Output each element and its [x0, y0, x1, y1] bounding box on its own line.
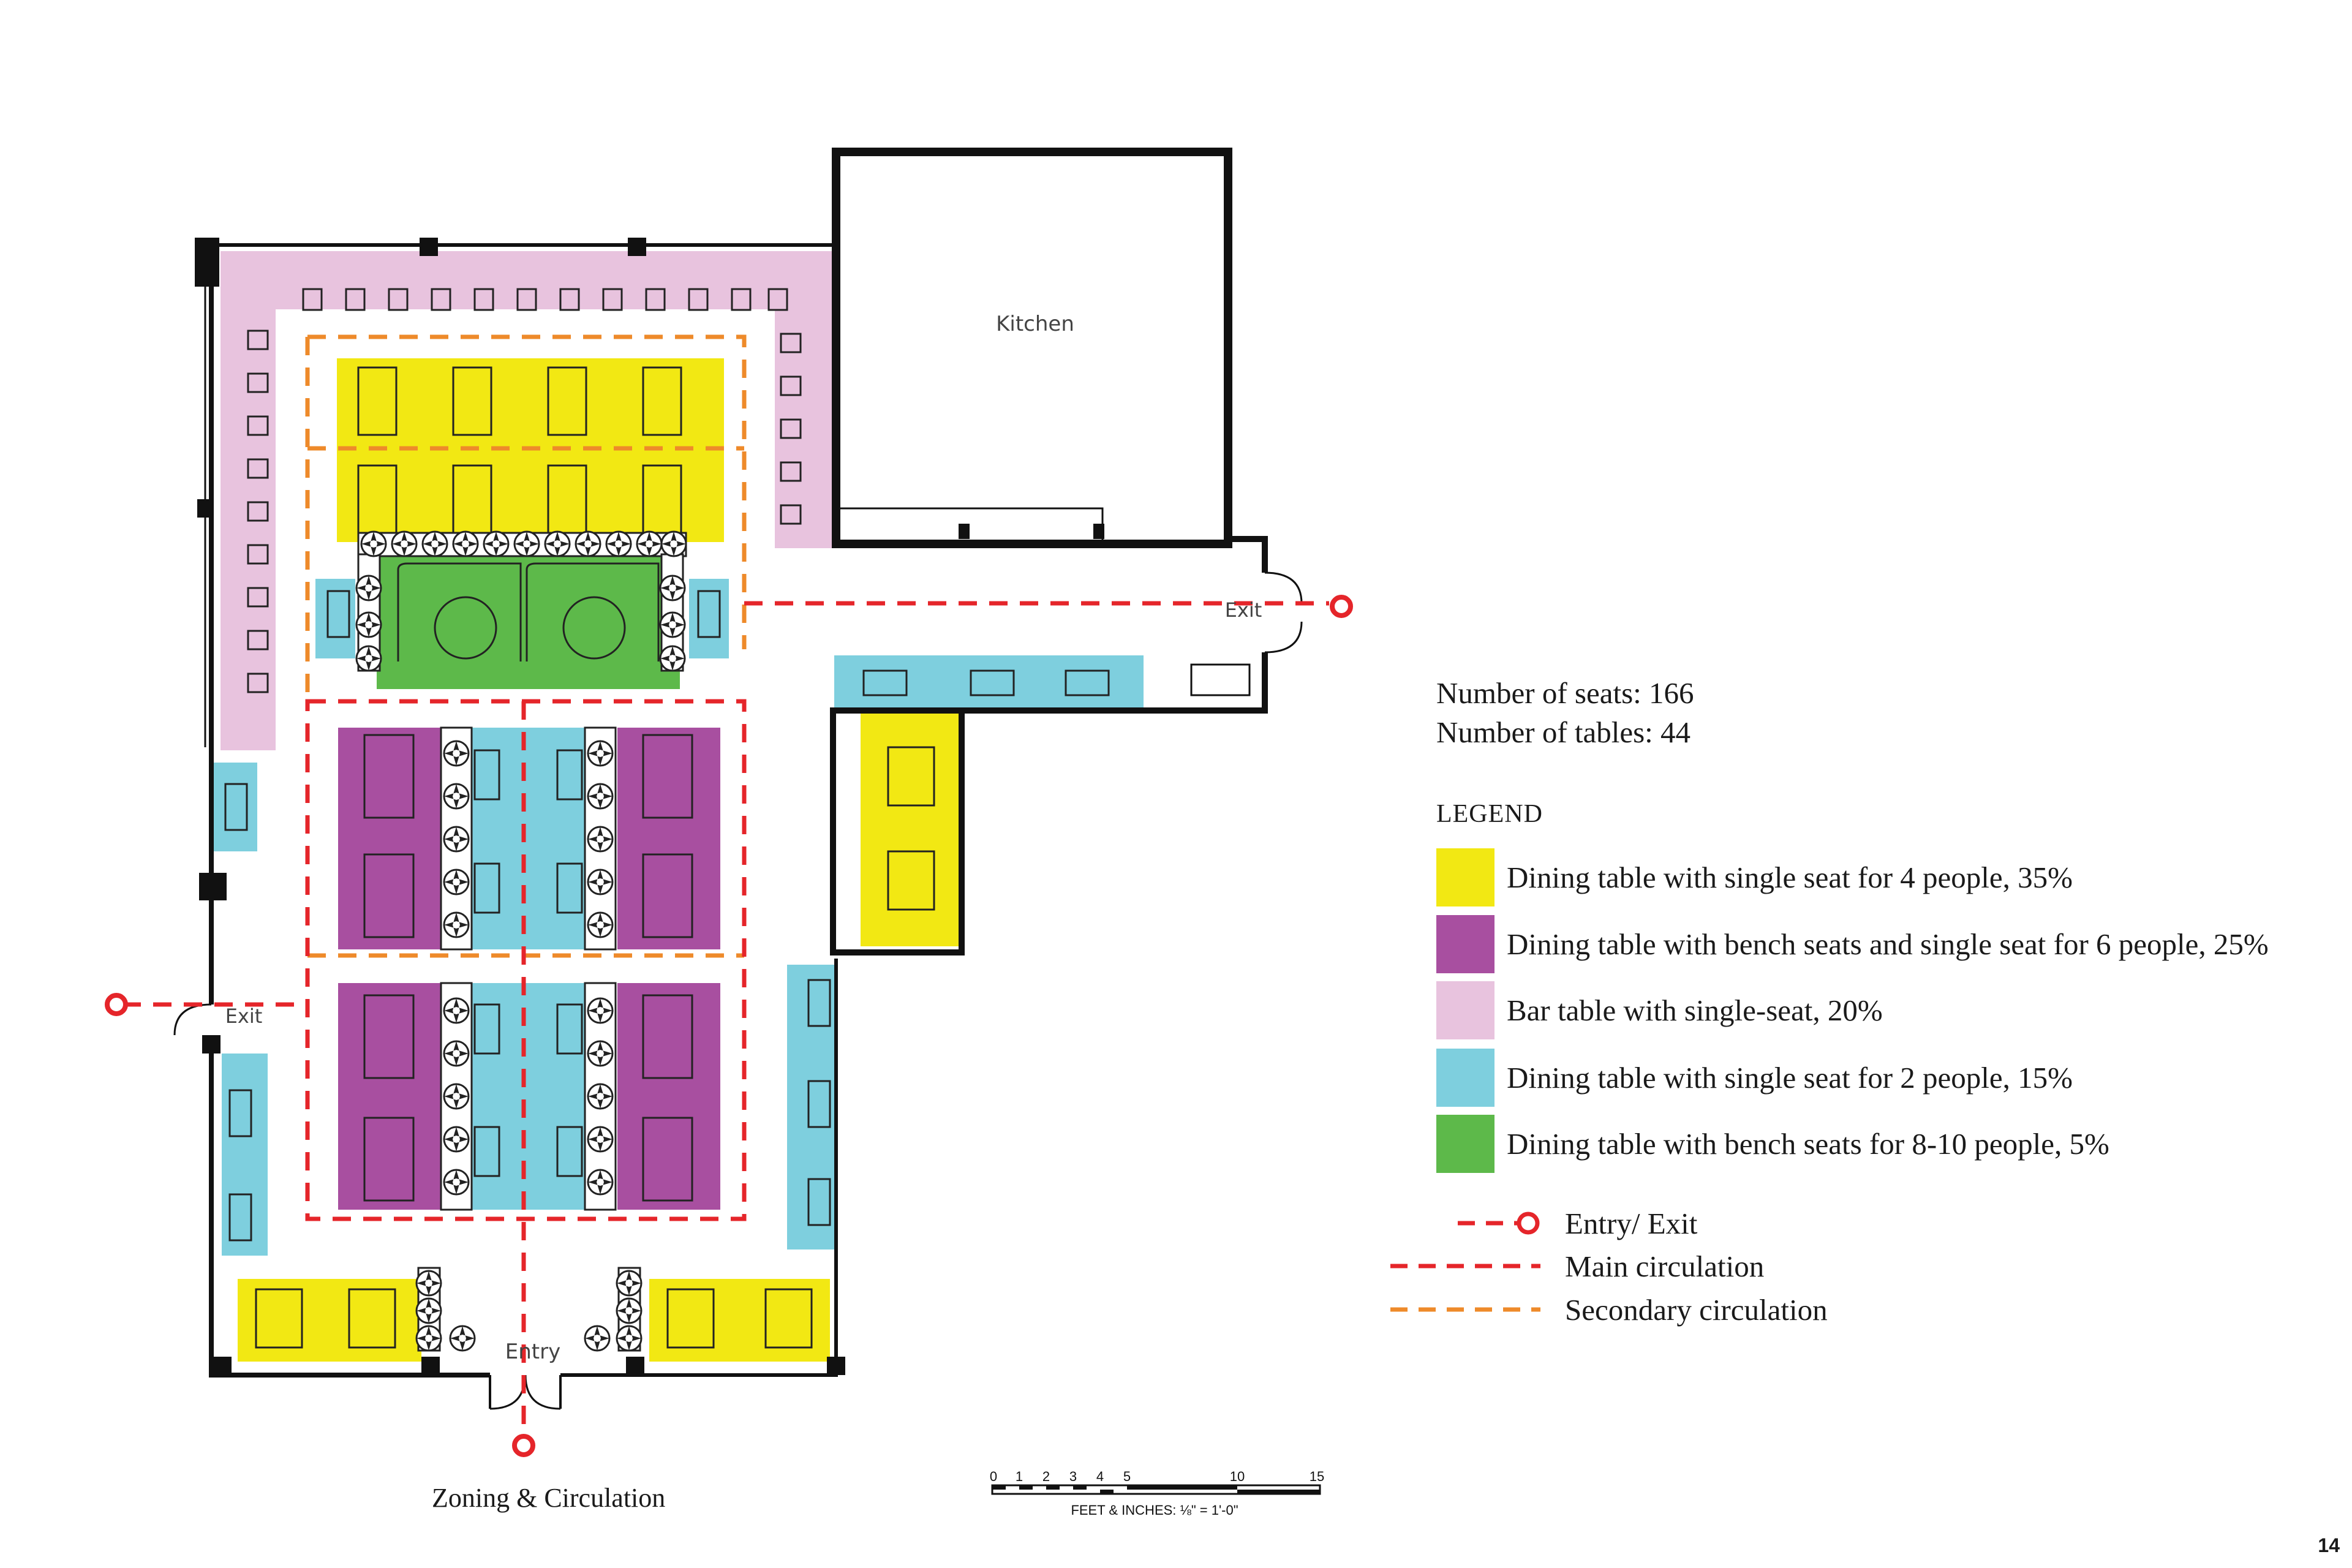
legend-label: Dining table with bench seats and single… [1507, 927, 2269, 961]
columns [195, 238, 1104, 1375]
legend-swatch [1436, 981, 1494, 1039]
legend-item: Dining table with bench seats and single… [1436, 914, 2269, 974]
six-seat-zone [338, 728, 441, 949]
legend-item: Dining table with bench seats for 8-10 p… [1436, 1114, 2109, 1174]
four-seat-zone-bottom [649, 1279, 830, 1362]
bar-zone [221, 251, 833, 750]
legend-swatch [1436, 848, 1494, 907]
scale-tick-label: 2 [1042, 1469, 1050, 1484]
table-count: Number of tables: 44 [1436, 715, 1691, 749]
scale-tick-label: 15 [1310, 1469, 1324, 1484]
legend-secondary-circulation: Secondary circulation [1390, 1288, 1828, 1331]
exit-label-right: Exit [1225, 598, 1262, 622]
scale-tick-label: 0 [990, 1469, 997, 1484]
caption: Zoning & Circulation [432, 1483, 666, 1513]
legend-item: Dining table with single seat for 2 peop… [1436, 1047, 2073, 1107]
legend-label: Dining table with single seat for 4 peop… [1507, 860, 2073, 894]
legend-label: Bar table with single-seat, 20% [1507, 993, 1883, 1027]
legend-item: Bar table with single-seat, 20% [1436, 980, 1883, 1040]
two-seat-zone [222, 1054, 268, 1256]
exit-marker-left [105, 993, 128, 1016]
entry-exit-markers [105, 595, 1353, 1457]
six-seat-zone [617, 728, 720, 949]
six-seat-zone [338, 983, 441, 1210]
scale-tick-label: 1 [1016, 1469, 1023, 1484]
entry-label: Entry [505, 1340, 560, 1364]
two-seat-zone [787, 965, 836, 1250]
legend-title: LEGEND [1436, 800, 1543, 828]
scale-tick-label: 10 [1230, 1469, 1245, 1484]
legend-entry-exit: Entry/ Exit [1390, 1202, 1697, 1245]
entry-exit-symbol [1458, 1212, 1540, 1235]
legend-label: Main circulation [1565, 1249, 1765, 1283]
six-seat-zone [617, 983, 720, 1210]
scale-tick-label: 3 [1069, 1469, 1077, 1484]
legend-main-circulation: Main circulation [1390, 1245, 1764, 1287]
four-seat-zone-right [861, 714, 959, 946]
main-circulation [123, 601, 1329, 1436]
two-seat-zone [472, 983, 585, 1210]
four-seat-tables-other [255, 746, 935, 1349]
bench-zone [377, 554, 680, 689]
two-seat-zone [211, 763, 257, 851]
legend-swatch [1436, 1114, 1494, 1173]
bar-seats [247, 288, 802, 693]
scale-tick-label: 5 [1123, 1469, 1131, 1484]
legend-label: Dining table with single seat for 2 peop… [1507, 1060, 2073, 1095]
four-seat-zone-bottom [238, 1279, 421, 1362]
page-number: 14 [2318, 1534, 2340, 1556]
furniture [224, 288, 1110, 1352]
two-seat-zone [689, 579, 729, 658]
entry-marker [512, 1434, 535, 1457]
kitchen-label: Kitchen [996, 312, 1074, 336]
legend-item: Dining table with single seat for 4 peop… [1436, 847, 2073, 907]
six-seat-tables [363, 734, 693, 1202]
scale-bar: 0 1 2 3 4 5 10 15 FEET & INCHES: ⅛" = 1'… [990, 1469, 1324, 1518]
legend-swatch [1436, 1048, 1494, 1107]
two-seat-zone [472, 728, 585, 949]
legend-swatch [1436, 914, 1494, 973]
main-circulation-symbol [1390, 1264, 1540, 1268]
scale-tick-label: 4 [1096, 1469, 1104, 1484]
seat-count: Number of seats: 166 [1436, 676, 1694, 710]
legend-label: Dining table with bench seats for 8-10 p… [1507, 1126, 2109, 1161]
two-seat-zone [834, 655, 1144, 707]
secondary-circulation-symbol [1390, 1307, 1540, 1312]
banquette [397, 562, 660, 662]
scale-label: FEET & INCHES: ⅛" = 1'-0" [1071, 1502, 1238, 1518]
exit-marker-right [1330, 595, 1353, 618]
legend-label: Entry/ Exit [1565, 1206, 1698, 1240]
legend-label: Secondary circulation [1565, 1292, 1828, 1327]
exit-label-left: Exit [225, 1005, 263, 1028]
zones [211, 251, 1144, 1362]
two-seat-tables [224, 590, 1110, 1242]
